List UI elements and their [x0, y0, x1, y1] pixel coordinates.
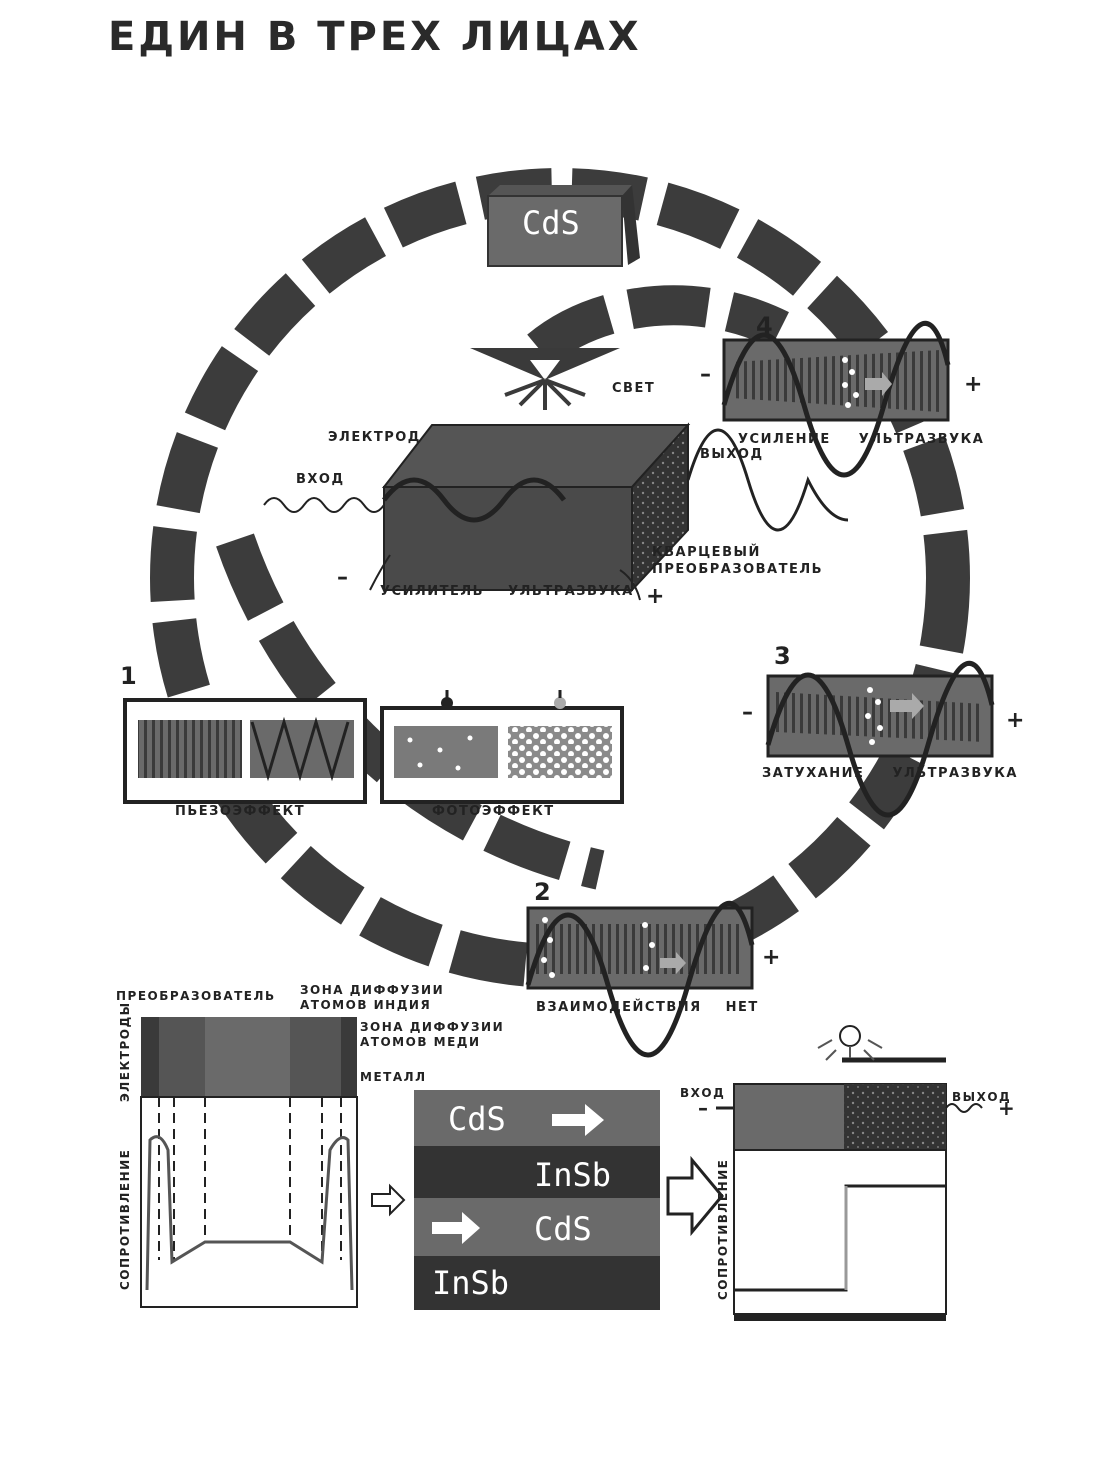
stage-2-caption: ВЗАИМОДЕЙСТВИЯ НЕТ: [536, 1000, 759, 1015]
electrode-label: ЭЛЕКТРОД: [328, 430, 421, 445]
layer-label-3: CdS: [534, 1210, 592, 1248]
light-source-icon: [470, 348, 620, 410]
piezo-box: [123, 698, 367, 804]
layer-label-1: CdS: [448, 1100, 506, 1138]
transducer-label-1: КВАРЦЕВЫЙ: [652, 545, 761, 560]
stage-2-number: 2: [534, 878, 551, 906]
crystal-label: CdS: [522, 204, 580, 242]
switch-plus: +: [998, 1096, 1015, 1120]
amplifier-minus: –: [337, 565, 348, 590]
copper-zone-label-1: ЗОНА ДИФФУЗИИ: [360, 1020, 505, 1034]
switch-diagram: [716, 1025, 983, 1321]
stage-3-minus: –: [742, 700, 753, 725]
transducer-small-label: ПРЕОБРАЗОВАТЕЛЬ: [116, 989, 276, 1003]
stage-3-plus: +: [1006, 708, 1025, 733]
piezo-label: ПЬЕЗОЭФФЕКТ: [175, 804, 306, 819]
amplifier-plus: +: [646, 584, 665, 609]
stage-3-panel: [765, 660, 995, 818]
stage-4-panel: [721, 320, 951, 478]
metal-label: МЕТАЛЛ: [360, 1070, 427, 1084]
photo-box: [380, 690, 624, 804]
stage-2-plus: +: [762, 945, 781, 970]
amplifier-crystal: [263, 422, 849, 601]
arrow-small-icon: [371, 1183, 406, 1217]
page-title: ЕДИН В ТРЕХ ЛИЦАХ: [108, 14, 642, 60]
transducer-label-2: ПРЕОБРАЗОВАТЕЛЬ: [652, 562, 824, 577]
switch-output-label: ВЫХОД: [952, 1090, 1012, 1104]
inner-arc: [216, 285, 789, 890]
electrodes-label: ЭЛЕКТРОДЫ: [118, 1001, 132, 1102]
resistance-right-label: СОПРОТИВЛЕНИЕ: [716, 1158, 730, 1300]
stage-1-number: 1: [120, 662, 137, 690]
stage-3-caption: ЗАТУХАНИЕ УЛЬТРАЗВУКА: [762, 766, 1018, 781]
stage-4-caption: УСИЛЕНИЕ УЛЬТРАЗВУКА: [738, 432, 985, 447]
amplifier-name-label: УСИЛИТЕЛЬ УЛЬТРАЗВУКА: [380, 584, 634, 599]
diffusion-diagram: [140, 1017, 358, 1308]
indium-zone-label-1: ЗОНА ДИФФУЗИИ: [300, 983, 445, 997]
indium-zone-label-2: АТОМОВ ИНДИЯ: [300, 998, 432, 1012]
stage-2-panel: [525, 900, 755, 1058]
copper-zone-label-2: АТОМОВ МЕДИ: [360, 1035, 481, 1049]
switch-minus: –: [698, 1096, 708, 1120]
output-label: ВЫХОД: [700, 447, 764, 462]
stage-4-plus: +: [964, 372, 983, 397]
stage-3-number: 3: [774, 642, 791, 670]
top-crystal: [487, 185, 640, 267]
arrow-large-icon: [666, 1155, 724, 1237]
input-label: ВХОД: [296, 472, 345, 487]
layer-label-2: InSb: [534, 1156, 612, 1194]
layer-label-4: InSb: [432, 1264, 510, 1302]
light-label: СВЕТ: [612, 381, 656, 396]
switch-input-label: ВХОД: [680, 1086, 726, 1100]
stage-4-number: 4: [756, 312, 773, 340]
layer-stack: [414, 1090, 660, 1310]
stage-4-minus: –: [700, 362, 711, 387]
resistance-left-label: СОПРОТИВЛЕНИЕ: [118, 1148, 132, 1290]
photo-label: ФОТОЭФФЕКТ: [432, 804, 555, 819]
